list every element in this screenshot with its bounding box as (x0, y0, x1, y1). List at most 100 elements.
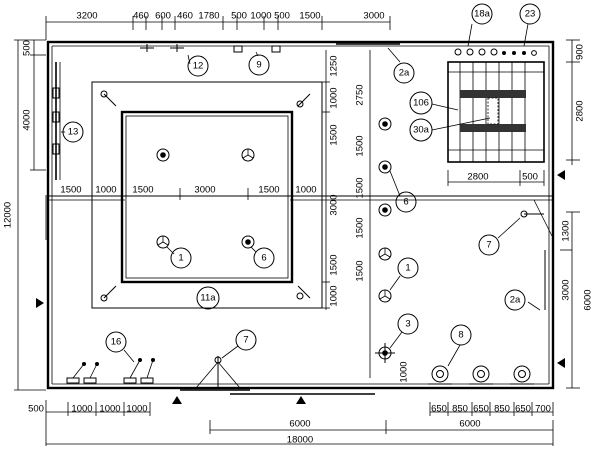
dim-bottom-3: 1000 (126, 404, 147, 415)
dim-mid-v-1: 1000 (329, 87, 340, 108)
reel-unit (510, 365, 534, 385)
dim-bottom-r-3: 850 (494, 404, 510, 415)
dim-left-inner-1: 4000 (22, 109, 33, 130)
callout-1-center: 1 (178, 253, 183, 264)
dim-cabinet-1: 500 (522, 172, 538, 183)
dim-mid-v-5: 1000 (329, 285, 340, 306)
callout-106: 106 (413, 98, 429, 109)
callout-6-right: 6 (403, 197, 408, 208)
dim-bottom-r-2: 650 (473, 404, 489, 415)
luminaire-filled (378, 117, 392, 131)
dim-right-col-3: 1500 (355, 217, 366, 238)
luminaire-tri (378, 247, 392, 261)
reel-unit (428, 365, 452, 385)
luminaire-filled (241, 235, 255, 249)
dim-right-outer-1: 2800 (575, 100, 586, 121)
top-dimension-line: 3200 460 600 460 1780 500 1000 500 1500 … (45, 11, 391, 40)
building-outline (46, 40, 565, 404)
dim-bottom-0: 500 (28, 404, 44, 415)
dim-top-1: 460 (133, 11, 149, 22)
dim-mid-h-5: 1000 (295, 185, 316, 196)
callout-23: 23 (525, 9, 536, 20)
luminaire-filled (156, 148, 170, 162)
dim-bottom-row2-1: 6000 (459, 419, 480, 430)
dim-mid-h-4: 1500 (258, 185, 279, 196)
callout-8: 8 (458, 330, 463, 341)
dim-top-6: 1000 (250, 11, 271, 22)
right-column-dimensions: 2750 1500 1500 1500 1500 1000 (355, 50, 410, 383)
callout-2a-right: 2a (510, 295, 521, 306)
dim-mid-h-0: 1500 (60, 185, 81, 196)
dim-left-inner-0: 500 (22, 40, 33, 56)
left-dimension-lines: 12000 500 4000 (3, 39, 47, 391)
dim-bottom-r-0: 650 (431, 404, 447, 415)
socket-group-left (66, 362, 99, 384)
right-section-marker-bottom (557, 358, 565, 368)
bottom-section-marker-left (172, 396, 182, 404)
luminaire-filled (378, 160, 392, 174)
callout-1-right: 1 (405, 263, 410, 274)
right-column-luminaires (375, 117, 395, 363)
callout-13: 13 (68, 127, 79, 138)
bottom-dimensions: 500 1000 1000 1000 650 850 650 850 650 7… (28, 400, 554, 446)
left-section-marker (36, 298, 44, 308)
mid-vertical-dimensions: 1250 1000 1500 1500 1000 (322, 50, 340, 310)
dim-mid-h-3: 3000 (194, 185, 215, 196)
dim-top-4: 1780 (198, 11, 219, 22)
dim-top-3: 460 (177, 11, 193, 22)
right-section-marker-top (557, 170, 565, 180)
callout-7-right: 7 (486, 240, 491, 251)
callout-6-center: 6 (261, 253, 266, 264)
dim-top-7: 500 (274, 11, 290, 22)
dim-bottom-total: 18000 (287, 435, 313, 446)
callout-11a: 11a (200, 293, 216, 304)
dim-bottom-1: 1000 (71, 404, 92, 415)
luminaire-tri (378, 289, 392, 303)
dim-right-outer-4: 6000 (583, 289, 594, 310)
callout-18a: 18a (474, 9, 491, 20)
luminaire-tri (156, 235, 170, 249)
dim-bottom-r-4: 650 (515, 404, 531, 415)
dim-right-col-4: 1500 (355, 260, 366, 281)
dim-top-5: 500 (231, 11, 247, 22)
dim-mid-h-1: 1000 (95, 185, 116, 196)
dim-cabinet-0: 2800 (467, 172, 488, 183)
dim-mid-v-0: 1250 (329, 55, 340, 76)
luminaire-filled (378, 203, 392, 217)
callout-16: 16 (111, 337, 122, 348)
dim-right-outer-2: 1300 (561, 220, 572, 241)
dim-right-col-0: 2750 (355, 84, 366, 105)
dim-top-8: 1500 (299, 11, 320, 22)
emergency-luminaire (375, 343, 395, 363)
callout-12: 12 (193, 61, 204, 72)
control-cabinet: 2800 500 (447, 61, 545, 186)
socket-group-right (123, 358, 155, 384)
dim-bottom-r-5: 700 (535, 404, 551, 415)
dim-mid-h-2: 1500 (132, 185, 153, 196)
dim-right-outer-3: 3000 (561, 279, 572, 300)
luminaire-tri (241, 148, 255, 162)
dim-left-outer: 12000 (3, 202, 14, 228)
dim-bottom-r-1: 850 (452, 404, 468, 415)
dim-bottom-2: 1000 (99, 404, 120, 415)
callout-3: 3 (405, 319, 410, 330)
bottom-section-marker-right (296, 396, 306, 404)
dim-right-col-1: 1500 (355, 135, 366, 156)
wall-lamp-right (520, 199, 553, 237)
dim-top-2: 600 (155, 11, 171, 22)
callouts: 18a 23 12 9 2a 106 30a 13 6 7 1 6 (61, 3, 541, 367)
dim-bottom-row2-0: 6000 (289, 419, 310, 430)
top-right-devices (454, 48, 537, 56)
dim-mid-v-2: 1500 (329, 124, 340, 145)
callout-7-bottom: 7 (243, 335, 248, 346)
wall-lamp-bottom (195, 356, 241, 389)
dim-mid-v-4: 1500 (329, 254, 340, 275)
callout-9: 9 (256, 60, 261, 71)
dim-right-outer-0: 900 (575, 44, 586, 60)
dim-right-col-2: 1500 (355, 177, 366, 198)
dim-center-vertical: 3000 (329, 194, 340, 215)
dim-top-0: 3200 (76, 11, 97, 22)
dim-right-col-5: 1000 (399, 361, 410, 382)
bottom-equipment (66, 356, 534, 389)
